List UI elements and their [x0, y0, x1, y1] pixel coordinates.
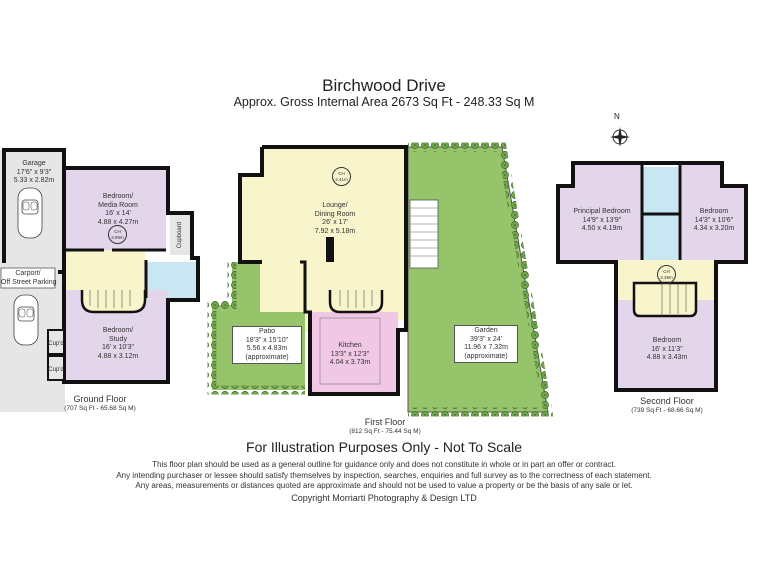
ground-floor-label: Ground Floor (707 Sq Ft - 65.68 Sq M) [64, 394, 136, 412]
car-icon-carport [13, 294, 39, 346]
ceiling-height-ground: CH 3.99m [108, 225, 127, 244]
second-floor-label: Second Floor (739 Sq Ft - 68.66 Sq M) [631, 396, 703, 414]
room-cupd-2: Cup'd [48, 367, 64, 373]
disclaimer: This floor plan should be used as a gene… [116, 460, 652, 490]
copyright: Copyright Morriarti Photography & Design… [291, 493, 477, 503]
room-carport: Carport/ Off Street Parking [1, 270, 57, 286]
room-bedroom-study: Bedroom/ Study 16' x 10'3" 4.88 x 3.12m [97, 327, 139, 360]
room-cupd-1: Cup'd [48, 341, 64, 347]
car-icon-garage [17, 187, 43, 239]
ceiling-height-second: CH 3.39m [657, 265, 676, 284]
room-bedroom-bottom: Bedroom 16' x 11'3" 4.88 x 3.43m [646, 337, 688, 361]
room-garden: Garden 39'3" x 24' 11.96 x 7.32m (approx… [454, 325, 518, 363]
room-cupboard: Cupboard [176, 221, 183, 249]
gross-internal-area: Approx. Gross Internal Area 2673 Sq Ft -… [233, 95, 535, 109]
compass-north-label: N [614, 112, 620, 121]
first-floor-label: First Floor (812 Sq Ft - 75.44 Sq M) [349, 417, 421, 435]
room-principal-bedroom: Principal Bedroom 14'9" x 13'9" 4.50 x 4… [573, 208, 631, 232]
compass-rose-icon [610, 127, 630, 147]
room-patio: Patio 18'3" x 15'10" 5.56 x 4.83m (appro… [232, 326, 302, 364]
property-title: Birchwood Drive [322, 76, 446, 95]
room-bedroom-media: Bedroom/ Media Room 16' x 14' 4.88 x 4.2… [97, 193, 139, 226]
room-lounge-dining: Lounge/ Dining Room 26' x 17' 7.92 x 5.1… [314, 202, 356, 235]
ceiling-height-first: CH 2.41m [332, 167, 351, 186]
room-garage: Garage 17'6" x 9'3" 5.33 x 2.82m [13, 160, 55, 184]
room-bedroom-right: Bedroom 14'3" x 10'6" 4.34 x 3.20m [693, 208, 735, 232]
first-floor-plan [207, 142, 554, 417]
room-kitchen: Kitchen 13'3" x 12'3" 4.04 x 3.73m [329, 342, 371, 366]
illustration-notice: For Illustration Purposes Only - Not To … [246, 439, 522, 455]
ground-floor-plan [0, 148, 200, 412]
